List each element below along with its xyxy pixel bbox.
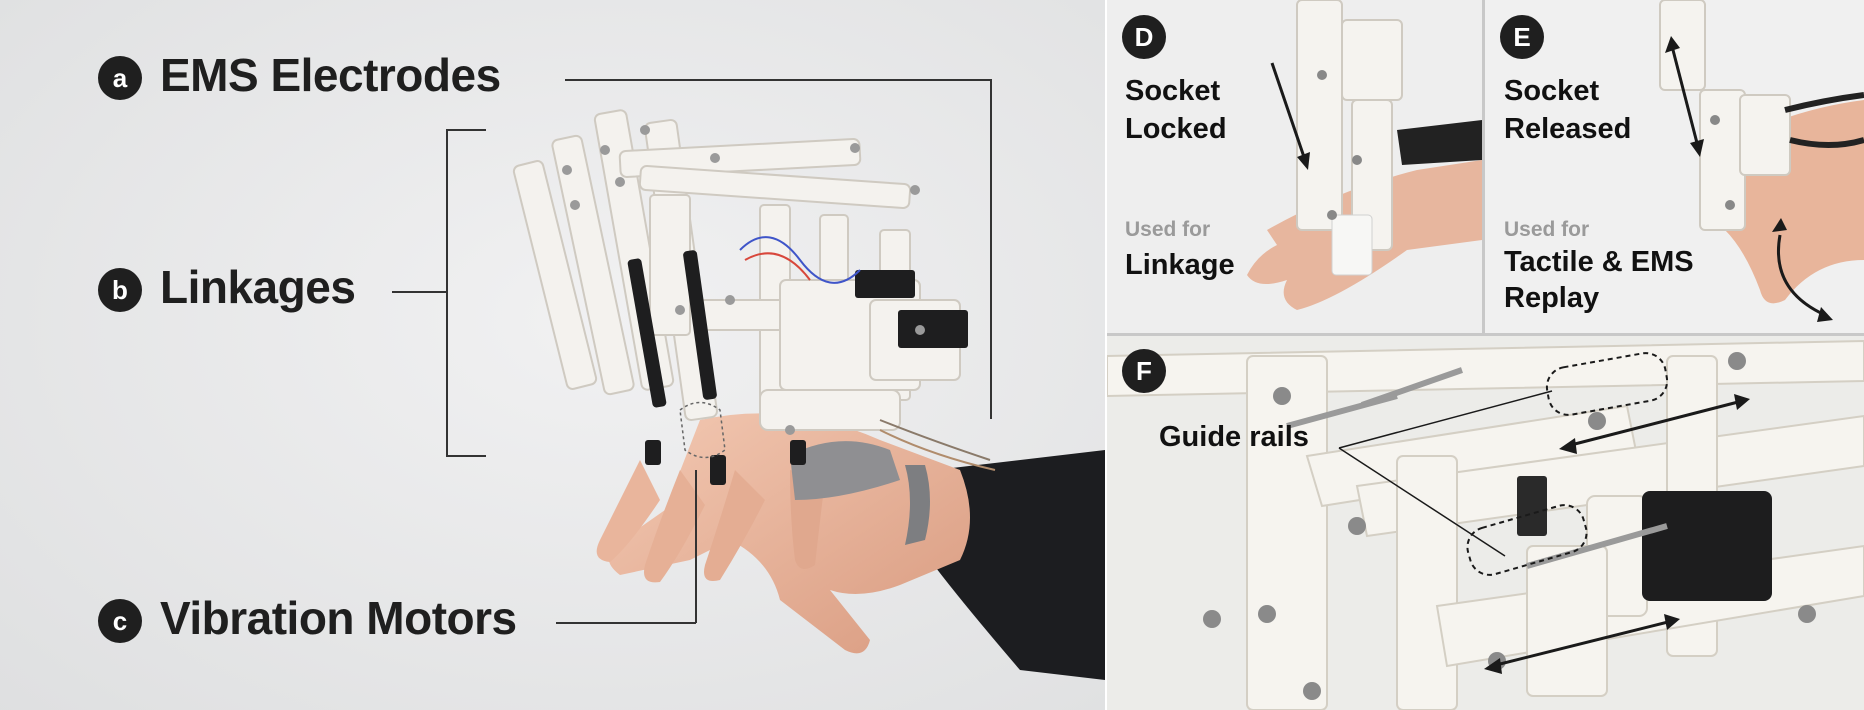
- ems-leader-v: [990, 79, 992, 419]
- panel-f-guide-rails: Guide rails: [1159, 421, 1309, 453]
- panel-d-title-2: Locked: [1125, 113, 1227, 145]
- separator-horizontal: [1107, 333, 1864, 336]
- linkage-bracket-v: [446, 129, 448, 456]
- linkage-bracket-top: [446, 129, 486, 131]
- panel-e-use-1: Tactile & EMS: [1504, 246, 1694, 278]
- panel-d-title-1: Socket: [1125, 75, 1221, 107]
- label-badge-c: c: [98, 599, 142, 643]
- exoskeleton-hand-photo: [0, 0, 1105, 710]
- panel-e-used-for: Used for: [1504, 218, 1590, 241]
- label-badge-b: b: [98, 268, 142, 312]
- linkage-bracket-stem: [392, 291, 446, 293]
- linkage-bracket-bottom: [446, 455, 486, 457]
- panel-f-badge: F: [1122, 349, 1166, 393]
- panel-e: E Socket Released Used for Tactile & EMS…: [1485, 0, 1864, 333]
- label-badge-a: a: [98, 56, 142, 100]
- socket-released-photo: [1485, 0, 1864, 333]
- panel-e-use-2: Replay: [1504, 282, 1600, 314]
- panel-f: F Guide rails: [1107, 336, 1864, 710]
- label-linkages: Linkages: [160, 261, 356, 313]
- panel-e-title-2: Released: [1504, 113, 1632, 145]
- vibration-leader-v: [695, 470, 697, 623]
- guide-rails-photo: [1107, 336, 1864, 710]
- socket-locked-photo: [1107, 0, 1482, 333]
- panel-d-use: Linkage: [1125, 249, 1235, 281]
- panel-d: D Socket Locked Used for Linkage: [1107, 0, 1482, 333]
- label-vibration-motors: Vibration Motors: [160, 592, 517, 644]
- ems-leader-h: [565, 79, 991, 81]
- panel-e-title-1: Socket: [1504, 75, 1600, 107]
- vibration-leader-h: [556, 622, 696, 624]
- label-ems-electrodes: EMS Electrodes: [160, 49, 501, 101]
- separator-vertical: [1105, 0, 1107, 710]
- main-photo-panel: a EMS Electrodes b Linkages c Vibration …: [0, 0, 1105, 710]
- panel-d-badge: D: [1122, 15, 1166, 59]
- panel-d-used-for: Used for: [1125, 218, 1211, 241]
- panel-e-badge: E: [1500, 15, 1544, 59]
- separator-de: [1482, 0, 1485, 333]
